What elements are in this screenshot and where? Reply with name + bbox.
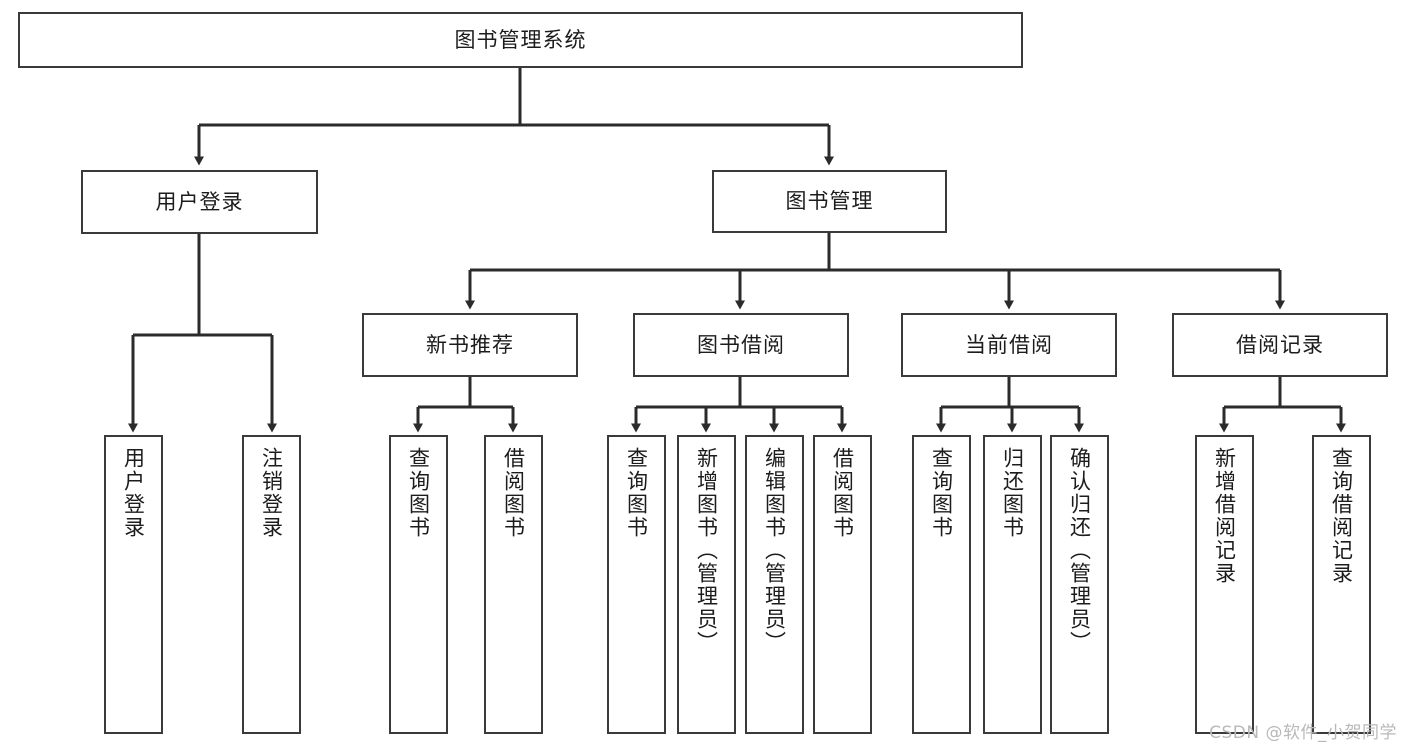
node-borrowing-record[interactable]: 借阅记录 [1172,313,1388,377]
leaf-user-login-login[interactable]: 用户登录 [104,435,163,734]
node-label: 查询图书 [624,447,649,539]
node-label: 归还图书 [1000,447,1025,539]
node-label: 注销登录 [259,447,284,539]
node-label: 用户登录 [121,447,146,539]
leaf-book-borrow-borrow-books[interactable]: 借阅图书 [813,435,872,734]
node-label: 图书管理系统 [454,27,587,52]
node-label: 图书借阅 [697,332,785,357]
leaf-book-borrow-edit-book-admin[interactable]: 编辑图书（管理员） [745,435,804,734]
leaf-current-borrow-return-books[interactable]: 归还图书 [983,435,1042,734]
leaf-record-query-borrow-record[interactable]: 查询借阅记录 [1312,435,1371,734]
node-label: 查询图书 [406,447,431,539]
leaf-record-add-borrow-record[interactable]: 新增借阅记录 [1195,435,1254,734]
leaf-book-borrow-query-books[interactable]: 查询图书 [607,435,666,734]
node-label: 编辑图书（管理员） [762,447,787,654]
leaf-new-book-borrow-books[interactable]: 借阅图书 [484,435,543,734]
node-book-borrowing[interactable]: 图书借阅 [633,313,849,377]
node-label: 借阅图书 [830,447,855,539]
watermark: CSDN @软件_小贺同学 [1209,723,1397,743]
node-label: 新书推荐 [426,332,514,357]
leaf-current-borrow-query-books[interactable]: 查询图书 [912,435,971,734]
node-book-management-system[interactable]: 图书管理系统 [18,12,1023,68]
node-new-book-recommendation[interactable]: 新书推荐 [362,313,578,377]
node-label: 借阅图书 [501,447,526,539]
leaf-current-borrow-confirm-return-admin[interactable]: 确认归还（管理员） [1050,435,1109,734]
leaf-new-book-query-books[interactable]: 查询图书 [389,435,448,734]
node-current-borrowing[interactable]: 当前借阅 [901,313,1117,377]
node-label: 确认归还（管理员） [1067,447,1092,654]
leaf-user-login-logout[interactable]: 注销登录 [242,435,301,734]
node-book-management[interactable]: 图书管理 [712,170,947,233]
node-user-login[interactable]: 用户登录 [81,170,318,234]
node-label: 新增借阅记录 [1212,447,1237,585]
node-label: 借阅记录 [1236,332,1324,357]
node-label: 当前借阅 [965,332,1053,357]
node-label: 用户登录 [155,189,244,214]
node-label: 图书管理 [785,189,874,214]
node-label: 查询借阅记录 [1329,447,1354,585]
node-label: 查询图书 [929,447,954,539]
node-label: 新增图书（管理员） [694,447,719,654]
leaf-book-borrow-add-book-admin[interactable]: 新增图书（管理员） [677,435,736,734]
